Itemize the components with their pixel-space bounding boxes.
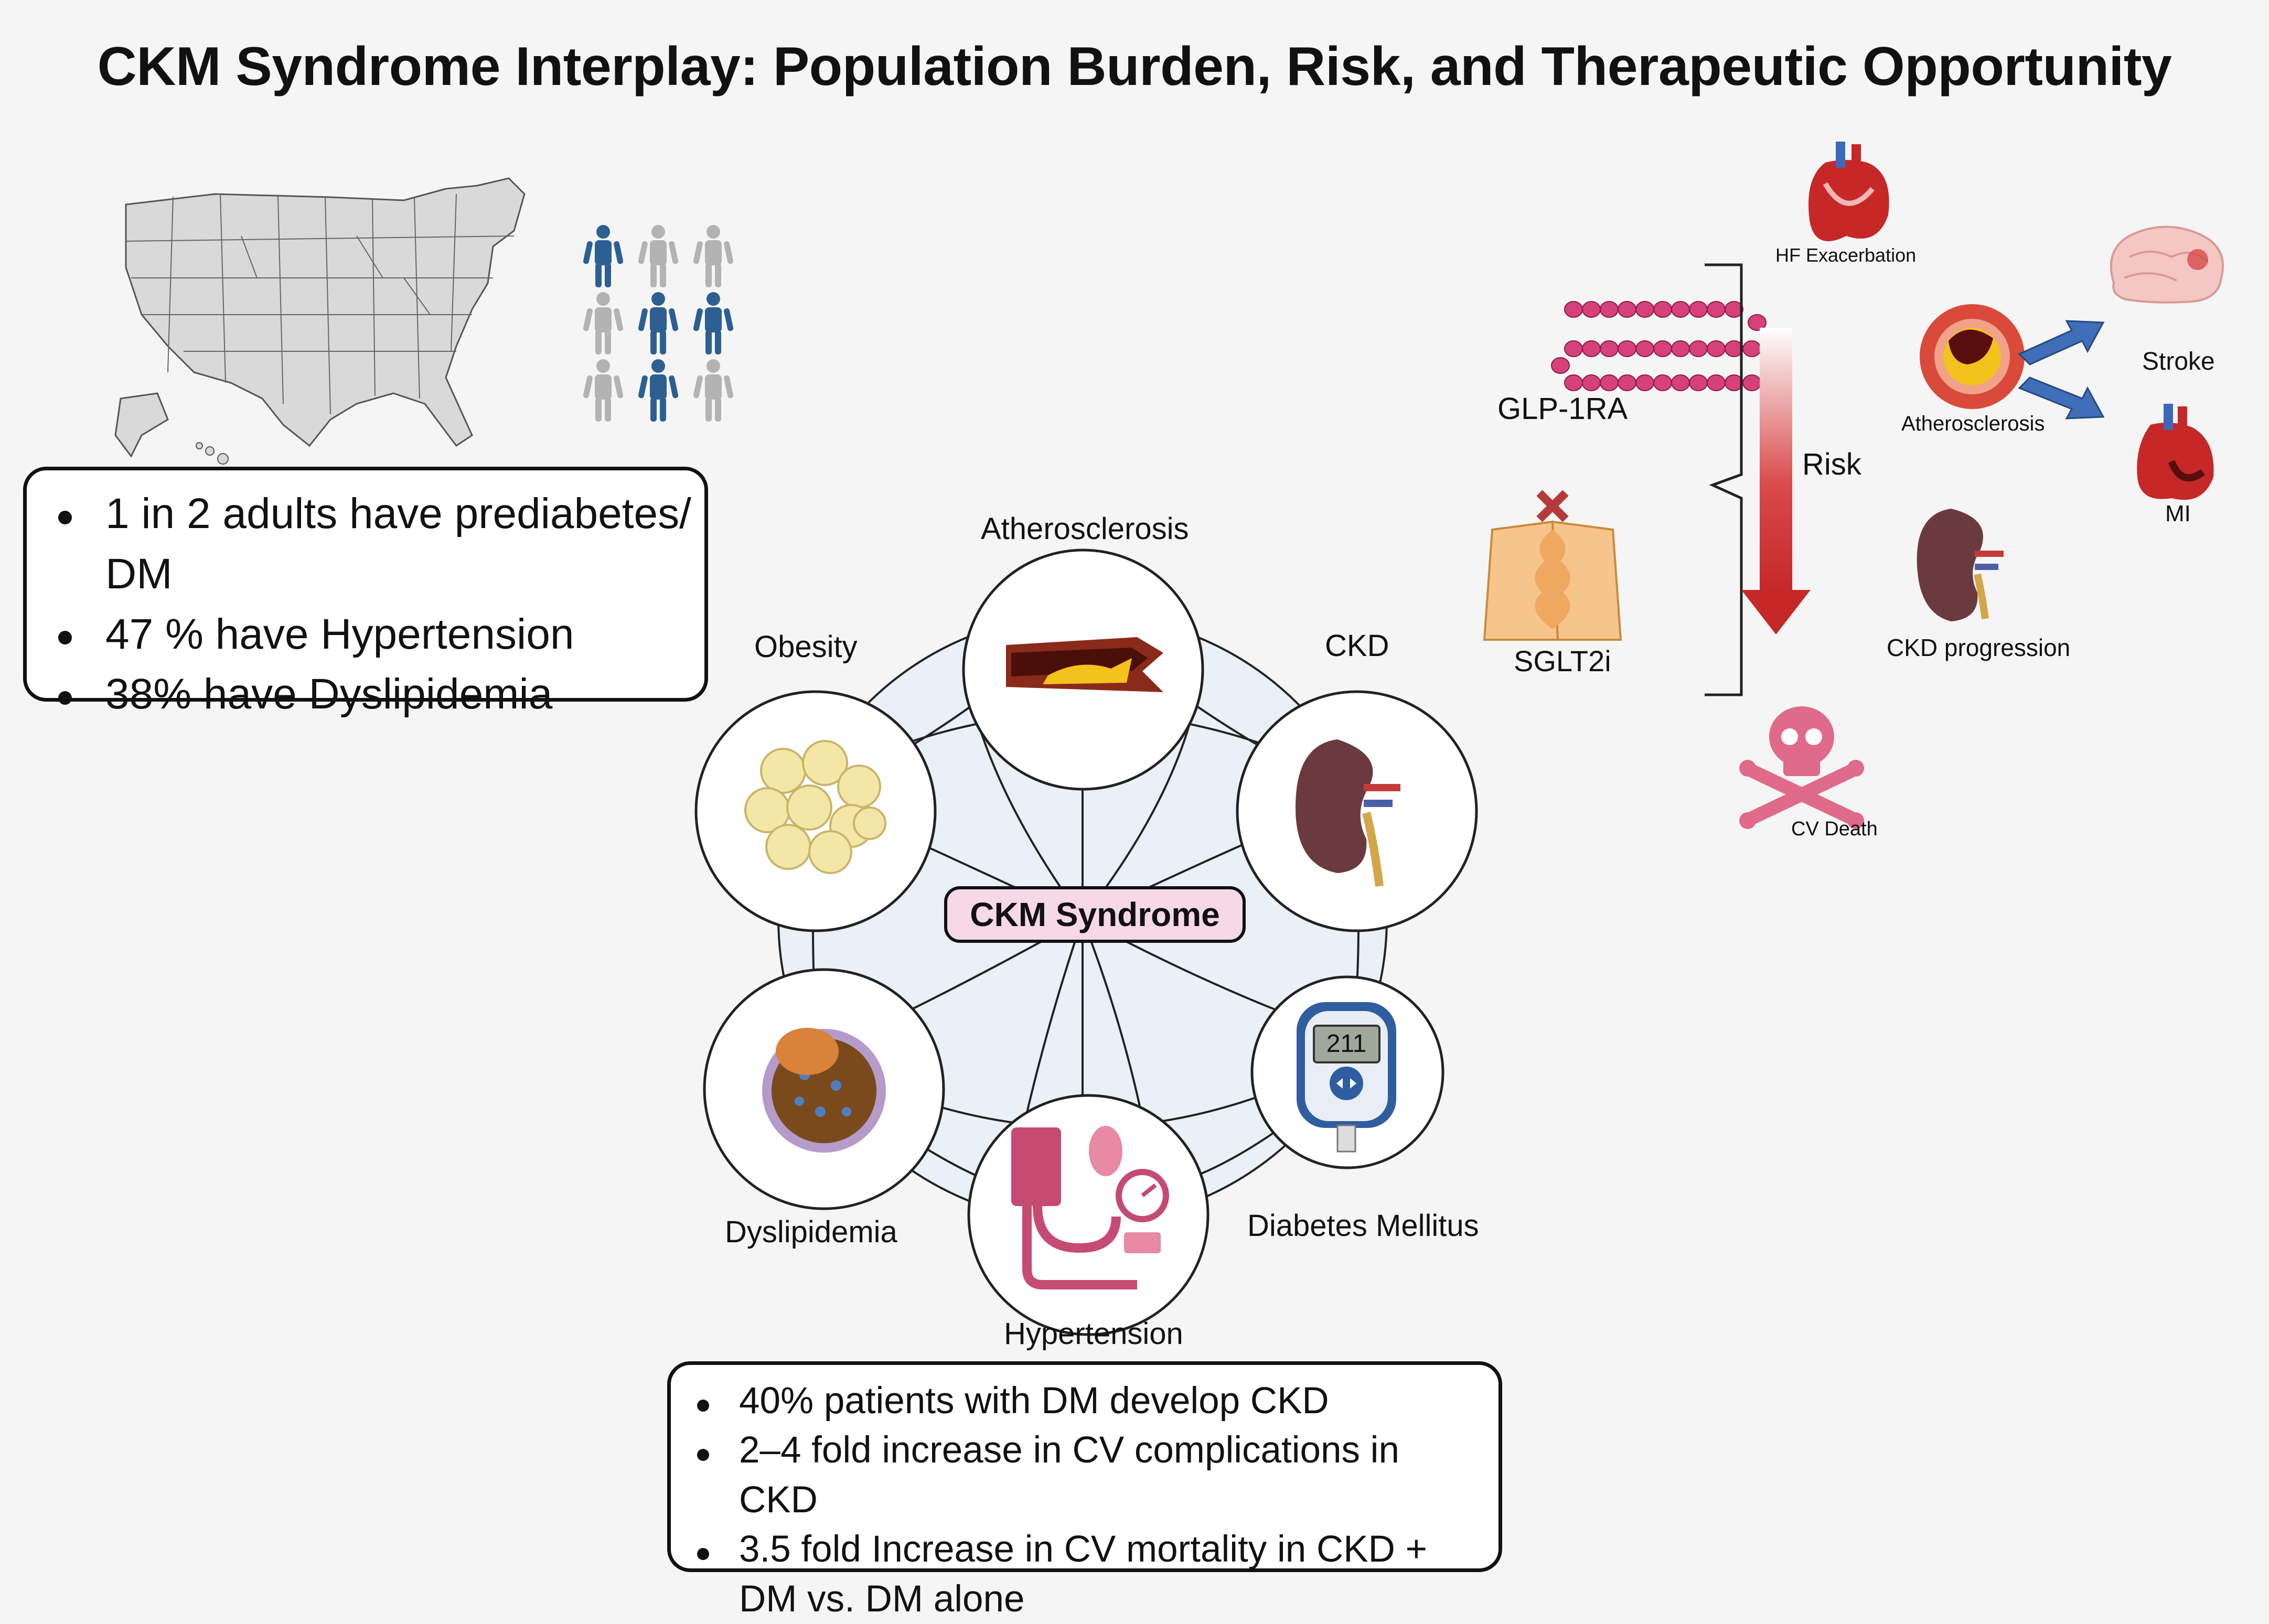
person-icon xyxy=(638,292,679,354)
kidney-icon xyxy=(1917,509,2004,621)
outcome-label-cv-death: CV Death xyxy=(1791,818,1878,840)
peptide-bead xyxy=(1671,340,1690,357)
skull-crossbones-icon xyxy=(1739,706,1864,829)
person-icon xyxy=(693,225,734,287)
risk-arrow xyxy=(1741,328,1811,634)
peptide-bead xyxy=(1635,374,1654,391)
figure-title: CKM Syndrome Interplay: Population Burde… xyxy=(97,36,2172,97)
artery-icon xyxy=(1006,637,1163,692)
glucometer-reading: 211 xyxy=(1326,1030,1367,1058)
lipoprotein-icon xyxy=(762,1028,886,1153)
peptide-bead xyxy=(1689,340,1708,357)
blood-pressure-icon xyxy=(1011,1126,1169,1289)
ckd-stat-item: 40% patients with DM develop CKD xyxy=(671,1376,1488,1426)
transporter-icon xyxy=(1483,490,1622,641)
outcome-label-hf: HF Exacerbation xyxy=(1775,244,1917,266)
peptide-bead xyxy=(1742,374,1761,391)
hypertension-node xyxy=(967,1094,1210,1336)
obesity-node xyxy=(694,690,937,932)
peptide-bead xyxy=(1618,374,1636,391)
ckd-stat-item: 2–4 fold increase in CV complications in… xyxy=(671,1426,1488,1525)
node-label-obesity: Obesity xyxy=(754,630,858,664)
outcome-label-atherosclerosis: Atherosclerosis xyxy=(1901,412,2045,435)
person-icon xyxy=(693,359,734,422)
ckd-node xyxy=(1236,690,1478,932)
population-people-grid xyxy=(582,220,755,425)
glucometer-icon: 211 xyxy=(1297,1002,1396,1153)
person-icon xyxy=(638,225,679,287)
ckd-stats-box: 40% patients with DM develop CKD 2–4 fol… xyxy=(667,1361,1502,1620)
peptide-bead xyxy=(1725,301,1743,318)
heart-icon xyxy=(1808,142,1889,241)
dyslipidemia-node xyxy=(703,968,945,1210)
node-label-ckd: CKD xyxy=(1325,629,1389,663)
outcome-label-mi: MI xyxy=(2165,501,2191,526)
peptide-bead xyxy=(1600,301,1619,318)
peptide-bead xyxy=(1600,340,1619,357)
peptide-bead xyxy=(1635,340,1654,357)
population-stats-box: 1 in 2 adults have prediabetes/ DM 47 % … xyxy=(23,467,708,718)
blue-arrows xyxy=(2018,320,2105,420)
outcome-label-stroke: Stroke xyxy=(2142,348,2215,375)
peptide-bead xyxy=(1551,357,1570,374)
peptide-bead xyxy=(1635,301,1654,318)
peptide-bead xyxy=(1582,374,1601,391)
mi-heart-icon xyxy=(2137,404,2214,500)
ckd-stat-item: 3.5 fold Increase in CV mortality in CKD… xyxy=(671,1525,1488,1624)
peptide-bead xyxy=(1600,374,1619,391)
diabetes-node: 211 xyxy=(1250,975,1444,1169)
peptide-bead xyxy=(1564,340,1583,357)
person-icon xyxy=(583,359,624,422)
peptide-bead xyxy=(1564,374,1583,391)
peptide-bead xyxy=(1748,314,1767,331)
brain-icon xyxy=(2110,225,2224,304)
therapy-bracket xyxy=(1705,263,1743,696)
peptide-bead xyxy=(1564,301,1583,318)
peptide-bead xyxy=(1707,374,1726,391)
artery-cross-section-icon xyxy=(1920,304,2025,409)
peptide-bead xyxy=(1618,301,1636,318)
people-grid-svg xyxy=(583,225,734,422)
population-stat-item: 47 % have Hypertension xyxy=(27,605,694,665)
fat-cells-icon xyxy=(744,740,886,874)
peptide-bead xyxy=(1582,340,1601,357)
person-icon xyxy=(693,292,734,354)
kidney-icon xyxy=(1296,739,1400,887)
peptide-bead xyxy=(1689,301,1708,318)
person-icon xyxy=(583,225,624,287)
us-map-icon xyxy=(114,177,526,465)
node-label-diabetes: Diabetes Mellitus xyxy=(1247,1209,1479,1243)
therapeutic-risk-panel xyxy=(1483,142,2224,829)
peptide-bead xyxy=(1653,374,1672,391)
peptide-bead xyxy=(1582,301,1601,318)
peptide-bead xyxy=(1653,301,1672,318)
risk-label: Risk xyxy=(1802,447,1861,481)
peptide-bead xyxy=(1653,340,1672,357)
peptide-bead xyxy=(1671,374,1690,391)
peptide-chain-icon xyxy=(1551,301,1767,391)
ckm-syndrome-center-label: CKM Syndrome xyxy=(944,886,1246,943)
peptide-bead xyxy=(1707,301,1726,318)
population-stat-item: 38% have Dyslipidemia xyxy=(27,664,694,725)
population-stat-item: 1 in 2 adults have prediabetes/ DM xyxy=(27,484,694,605)
node-label-atherosclerosis: Atherosclerosis xyxy=(981,512,1189,546)
therapy-label-sglt2i: SGLT2i xyxy=(1514,644,1611,677)
atherosclerosis-node xyxy=(962,548,1204,791)
node-label-hypertension: Hypertension xyxy=(1004,1317,1183,1351)
peptide-bead xyxy=(1618,340,1636,357)
peptide-bead xyxy=(1689,374,1708,391)
node-label-dyslipidemia: Dyslipidemia xyxy=(725,1215,897,1249)
therapy-label-glp1ra: GLP-1RA xyxy=(1497,392,1628,426)
peptide-bead xyxy=(1707,340,1726,357)
person-icon xyxy=(583,292,624,354)
person-icon xyxy=(638,359,679,422)
outcome-label-ckd-progression: CKD progression xyxy=(1887,634,2071,661)
peptide-bead xyxy=(1742,340,1761,357)
peptide-bead xyxy=(1671,301,1690,318)
